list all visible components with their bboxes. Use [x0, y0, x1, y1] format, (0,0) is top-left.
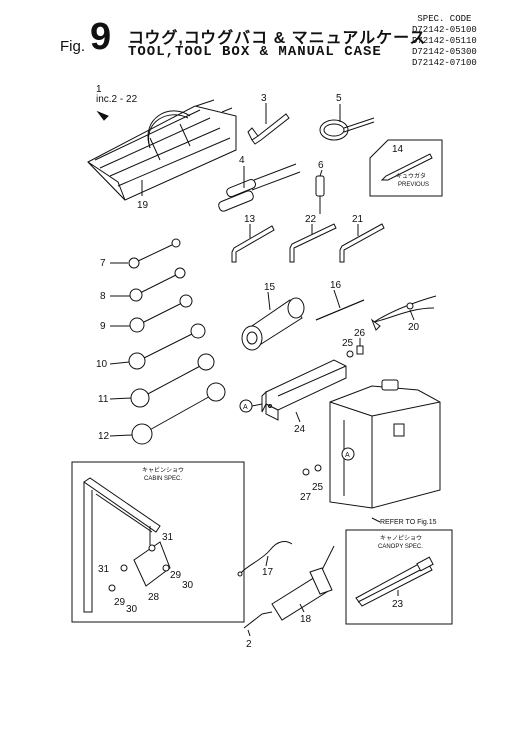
canopy-label-jp: キャノピショウ [380, 534, 422, 542]
callout-31b: 31 [98, 564, 110, 575]
callout-21: 21 [352, 214, 364, 225]
wrench-9-illustration [129, 294, 193, 333]
refer-text: REFER TO Fig.15 [380, 519, 437, 526]
nozzle-illustration [243, 613, 263, 629]
bracket-illustration [261, 359, 347, 421]
callout-17: 17 [262, 567, 274, 578]
page-title-en: TOOL,TOOL BOX & MANUAL CASE [128, 44, 382, 60]
callout-7: 7 [100, 258, 106, 269]
callout-28: 28 [148, 592, 160, 603]
marker-a-2-label: A [345, 452, 350, 459]
callout-26: 26 [354, 328, 366, 339]
callout-1: 1 [96, 84, 102, 95]
spec-code: D72142-07100 [412, 58, 477, 68]
callout-6: 6 [318, 160, 324, 171]
wrench-8-illustration [129, 267, 186, 302]
callout-25: 25 [342, 338, 354, 349]
spec-code: D72142-05300 [412, 47, 477, 57]
callout-1-sub: inc.2 - 22 [96, 94, 138, 105]
callout-19: 19 [137, 200, 149, 211]
pliers-illustration [370, 295, 437, 331]
canopy-label-en: CANOPY SPEC. [378, 544, 423, 550]
wrench-10-illustration [128, 323, 206, 370]
bolt-29b-illustration [108, 584, 116, 592]
fig-number: 9 [90, 16, 112, 58]
callout-31a: 31 [162, 532, 174, 543]
canopy-spec-box [345, 529, 453, 625]
tool-bag-illustration [87, 99, 237, 201]
cabin-spec-box [71, 461, 245, 623]
hex-key-21-illustration [339, 223, 385, 263]
bit-driver-illustration [315, 175, 325, 214]
bolt-29-illustration [162, 564, 170, 572]
previous-label-en: PREVIOUS [398, 182, 429, 188]
ring-wrench-illustration [319, 117, 375, 141]
wrench-12-illustration [131, 382, 226, 445]
callout-23: 23 [392, 599, 404, 610]
washer-27-illustration [302, 468, 310, 476]
screwdriver-illustration [218, 163, 301, 212]
callout-5: 5 [336, 93, 342, 104]
washer-25-illustration [346, 350, 354, 358]
hex-key-previous-illustration [380, 153, 433, 181]
spec-code-block: SPEC. CODE D72142-05100 D72142-05110 D72… [412, 14, 477, 69]
bolt-31b-illustration [120, 564, 128, 572]
callout-29b: 29 [114, 597, 126, 608]
callout-15: 15 [264, 282, 276, 293]
tank-illustration [329, 379, 441, 509]
callout-30a: 30 [182, 580, 194, 591]
wrench-7-illustration [128, 238, 181, 269]
wrench-11-illustration [130, 353, 215, 408]
previous-spec-box [369, 139, 443, 197]
marker-a-2 [341, 447, 355, 461]
previous-label-jp: キュウガタ [396, 172, 426, 180]
cabin-label-en: CABIN SPEC. [144, 476, 182, 482]
box-wrench-illustration [241, 297, 305, 351]
callout-14: 14 [392, 144, 404, 155]
grease-hose-illustration [237, 541, 293, 577]
callout-29a: 29 [170, 570, 182, 581]
callout-2: 2 [246, 639, 252, 650]
callout-25b: 25 [312, 482, 324, 493]
callout-22: 22 [305, 214, 317, 225]
bolt-31-illustration [148, 544, 156, 552]
callout-16: 16 [330, 280, 342, 291]
callout-20: 20 [408, 322, 420, 333]
callout-8: 8 [100, 291, 106, 302]
hex-key-22-illustration [289, 223, 337, 263]
marker-a-1-label: A [243, 404, 248, 411]
hex-key-13-illustration [231, 225, 275, 263]
spec-code: D72142-05100 [412, 25, 477, 35]
spec-code: D72142-05110 [412, 36, 477, 46]
callout-11: 11 [98, 394, 109, 405]
callout-12: 12 [98, 431, 110, 442]
bolt-26-illustration [356, 345, 364, 355]
callout-10: 10 [96, 359, 108, 370]
callout-30b: 30 [126, 604, 138, 615]
callout-9: 9 [100, 321, 106, 332]
fig-label: Fig. [60, 38, 86, 55]
hex-key-illustration [247, 113, 290, 145]
callout-27: 27 [300, 492, 312, 503]
page-title-jp: コウグ,コウグバコ & マニュアルケース [128, 30, 427, 47]
spec-code-header: SPEC. CODE [417, 14, 472, 24]
arrow-icon [96, 110, 109, 121]
washer-25b-illustration [314, 464, 322, 472]
cabin-frame-illustration [83, 477, 171, 613]
callout-4: 4 [239, 155, 245, 166]
callout-18: 18 [300, 614, 312, 625]
callout-3: 3 [261, 93, 267, 104]
callout-24: 24 [294, 424, 306, 435]
cabin-label-jp: キャビンショウ [142, 466, 184, 474]
grease-gun-illustration [261, 545, 335, 621]
callout-13: 13 [244, 214, 256, 225]
bar-illustration [315, 299, 365, 321]
manual-case-illustration [355, 556, 434, 607]
